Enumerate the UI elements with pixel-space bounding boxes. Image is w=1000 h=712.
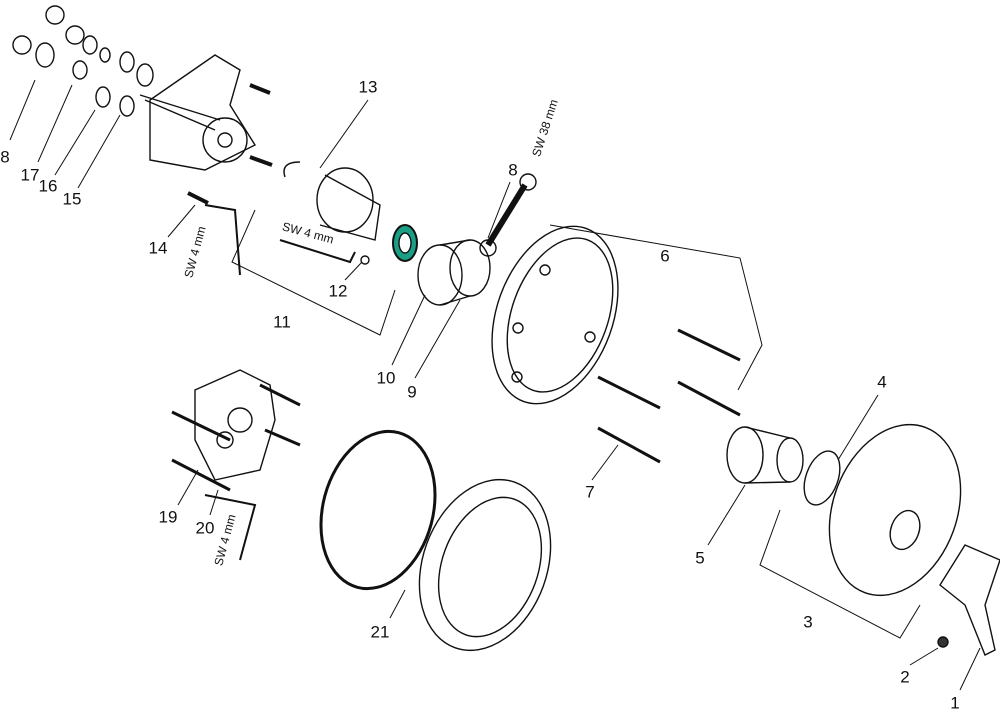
screws xyxy=(187,83,301,205)
part-label-16: 16 xyxy=(38,176,58,196)
part-label-10: 10 xyxy=(376,368,396,388)
leader-lines xyxy=(9,79,981,691)
wrench xyxy=(479,173,537,257)
mounting-ring xyxy=(491,225,619,405)
part-label-6: 6 xyxy=(660,246,670,266)
part-label-7: 7 xyxy=(585,482,595,502)
part-label-5: 5 xyxy=(695,548,705,568)
part-label-19: 19 xyxy=(158,507,178,527)
diverter-assembly xyxy=(171,369,301,492)
cartridge xyxy=(316,167,418,265)
part-label-14: 14 xyxy=(148,238,168,258)
part-label-13: 13 xyxy=(358,77,378,97)
part-label-9: 9 xyxy=(407,382,417,402)
top-left-small-parts xyxy=(12,5,154,117)
part-label-15: 15 xyxy=(62,189,82,209)
part-label-21: 21 xyxy=(370,622,390,642)
part-label-12: 12 xyxy=(328,281,348,301)
sleeve xyxy=(417,239,491,306)
long-screws xyxy=(597,328,741,464)
part-label-11: 11 xyxy=(273,312,291,332)
part-label-3: 3 xyxy=(803,612,813,632)
trim-plate xyxy=(828,423,962,597)
handle-sleeve xyxy=(726,426,841,506)
part-label-8-sleeve: 8 xyxy=(508,160,518,180)
allen-keys xyxy=(204,204,356,561)
lever-handle xyxy=(937,544,1000,656)
part-label-1: 1 xyxy=(950,693,960,712)
valve-body xyxy=(139,54,257,171)
part-label-2: 2 xyxy=(900,667,910,687)
part-label-17: 17 xyxy=(20,165,40,185)
part-label-20: 20 xyxy=(195,518,215,538)
part-label-4: 4 xyxy=(877,372,887,392)
large-seal-and-frame xyxy=(319,429,552,652)
part-label-8: 8 xyxy=(0,147,10,167)
